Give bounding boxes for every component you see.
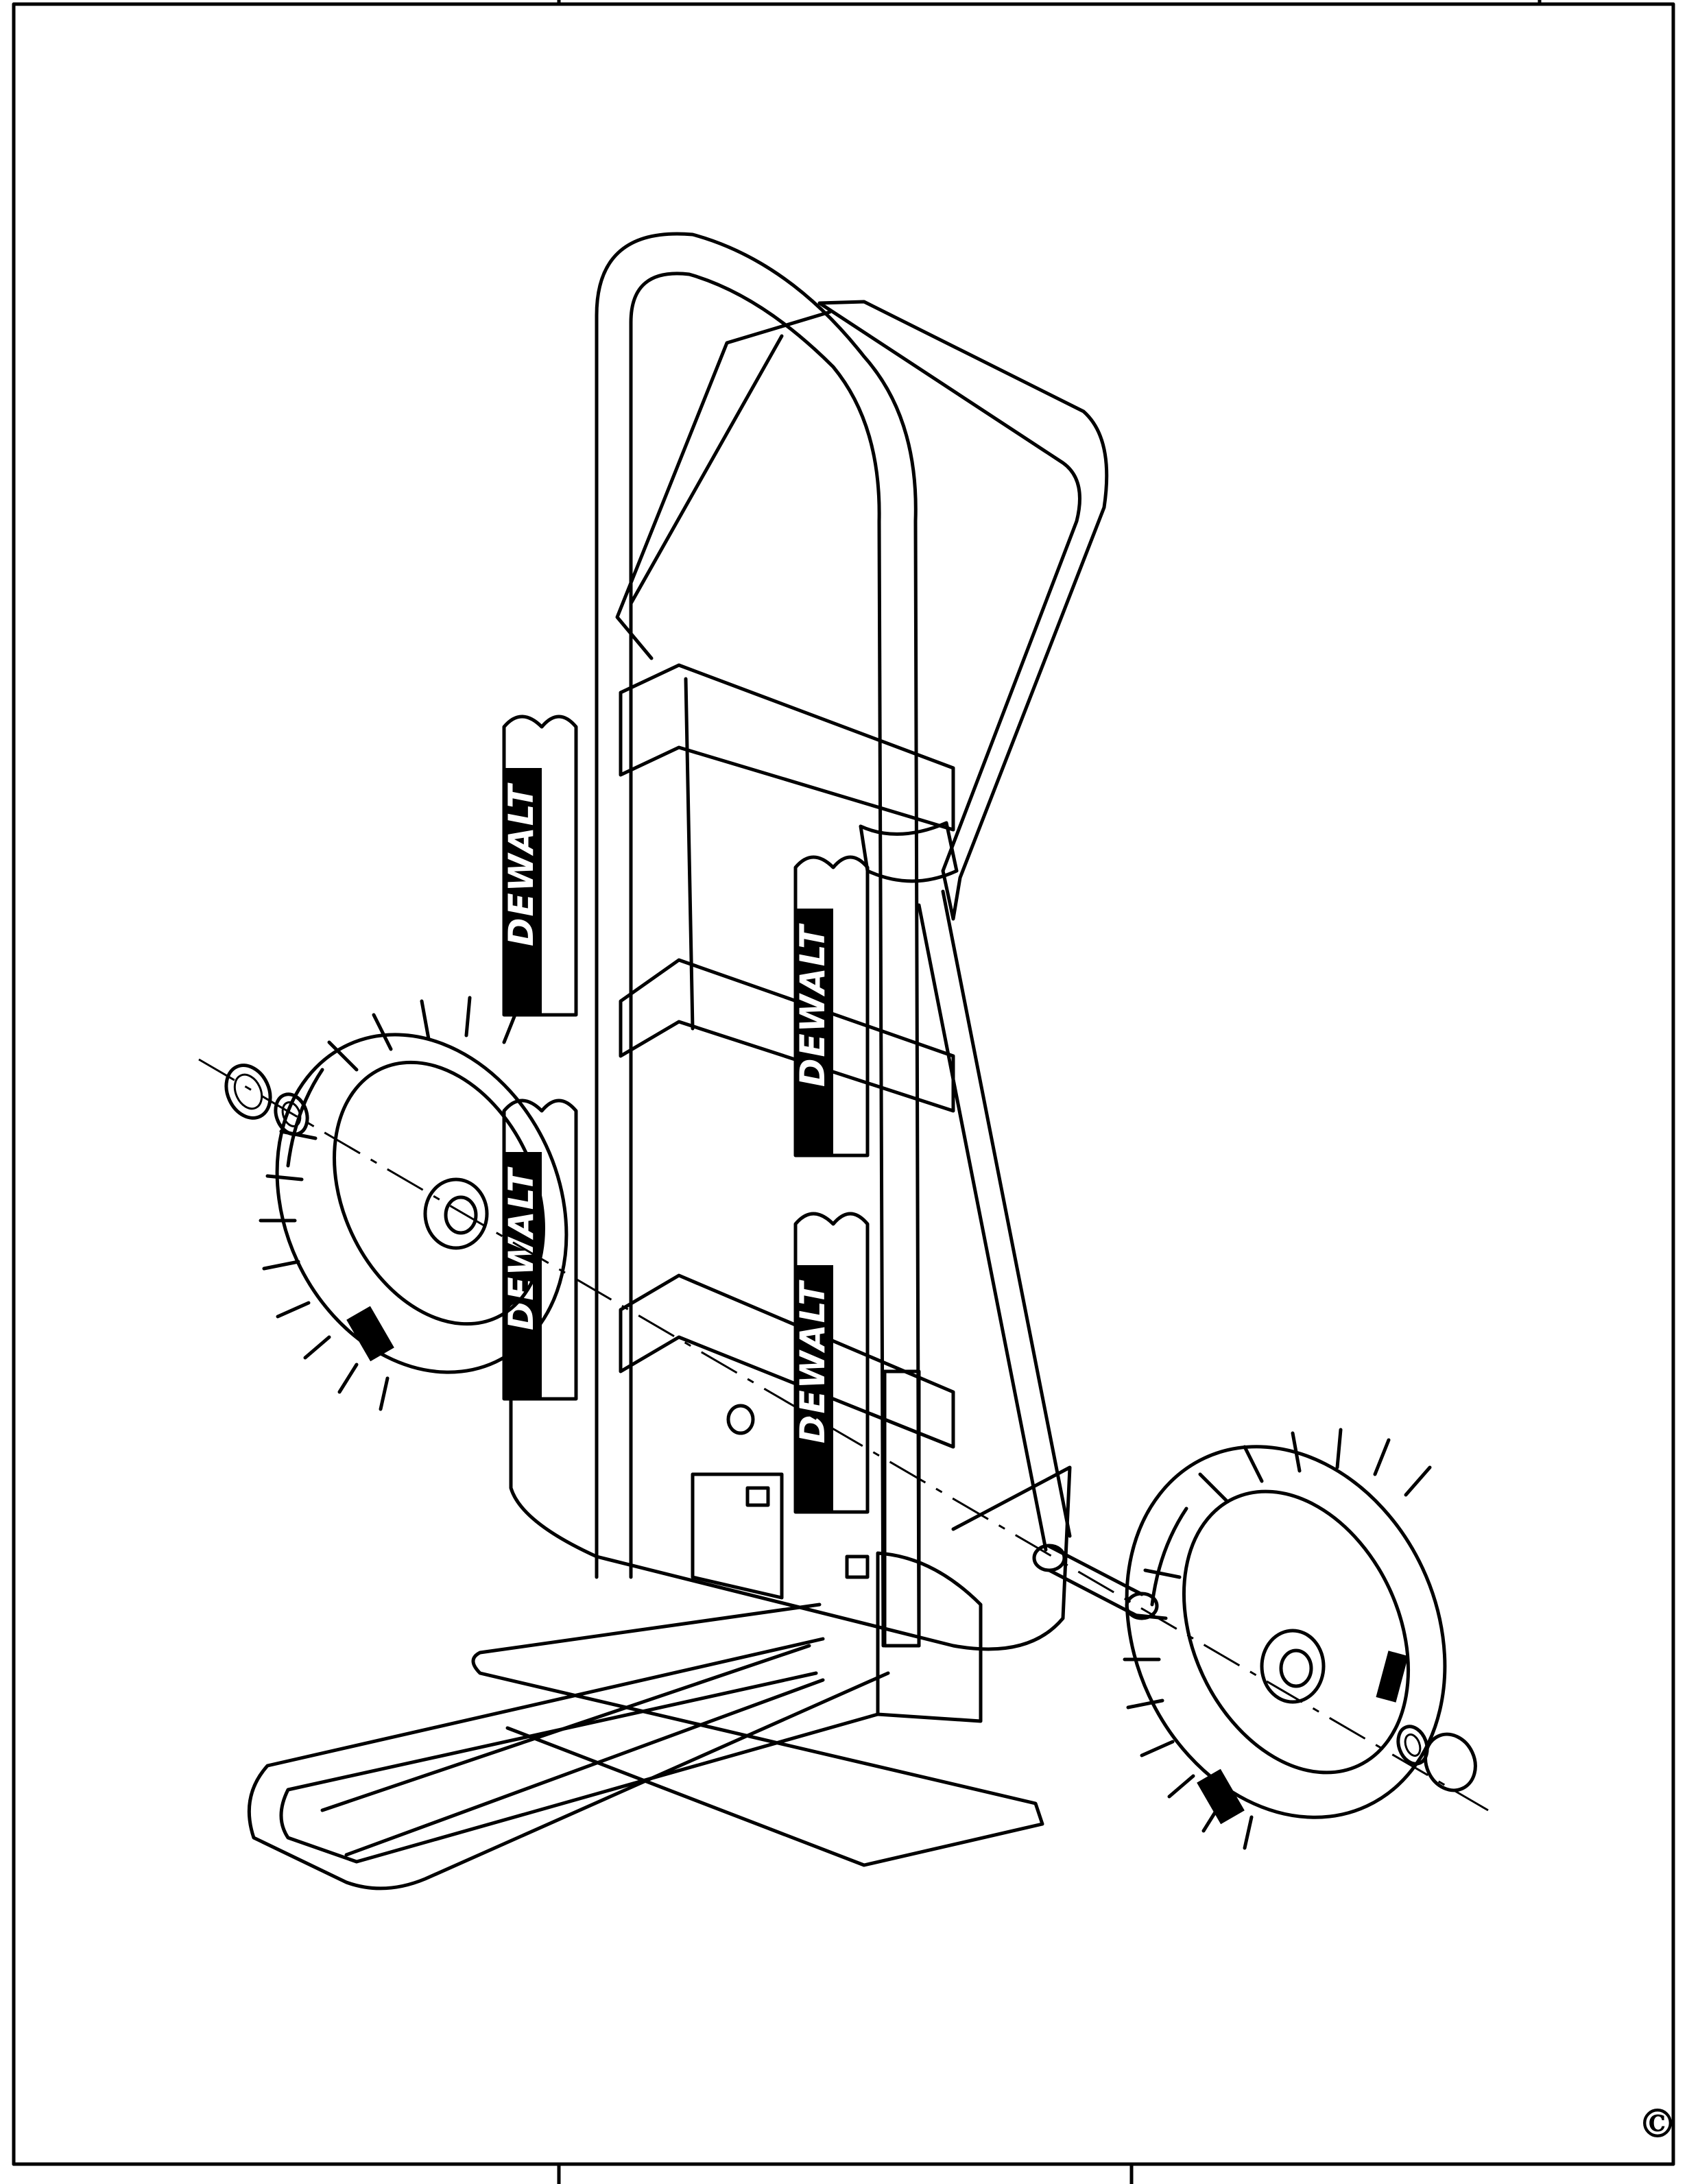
cross-braces [619, 663, 955, 1449]
dewalt-logo: DEWALT [501, 782, 541, 946]
washer-icon [1396, 1725, 1429, 1766]
wheel-icon [259, 996, 569, 1411]
dewalt-logo: DEWALT [793, 923, 833, 1087]
grip-pad: DEWALT [501, 715, 578, 1017]
grip-pads: DEWALT DEWALT DEWALT DEWALT [501, 715, 870, 1514]
toe-plate [247, 1603, 1044, 1891]
grip-pad: DEWALT [793, 1212, 870, 1514]
retaining-clip-icon [224, 1064, 272, 1120]
grip-pad: DEWALT [793, 855, 870, 1157]
hub-cap-icon [1424, 1732, 1477, 1792]
dewalt-logo: DEWALT [793, 1280, 833, 1443]
grip-pad: DEWALT [501, 1099, 578, 1401]
hand-truck-frame-icon [595, 232, 1072, 1648]
chassis-plate [509, 1390, 1072, 1723]
backrest-panel [615, 300, 1109, 1031]
sheet-border [12, 0, 1675, 2184]
axle-centerline [198, 1058, 1489, 1812]
washer-icon [274, 1092, 309, 1136]
wheel-icon [1123, 1428, 1447, 1850]
copyright-mark: © [1638, 2100, 1677, 2147]
